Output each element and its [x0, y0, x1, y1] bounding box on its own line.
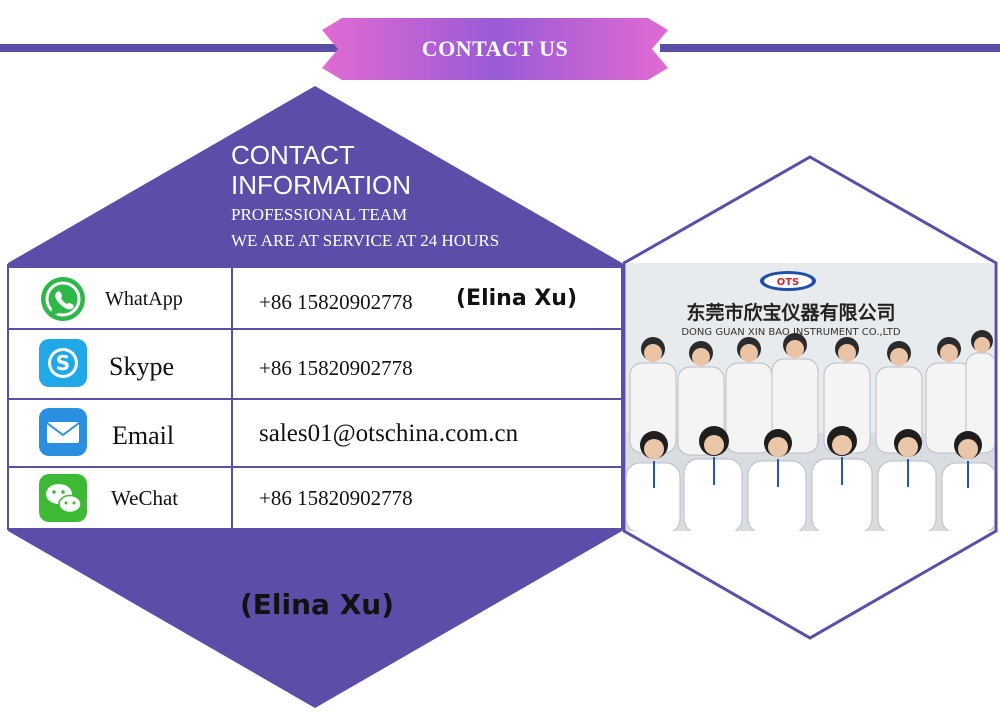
photo-logo: OTS	[777, 277, 800, 288]
label-whatsapp: WhatApp	[105, 288, 183, 310]
wechat-icon	[39, 474, 87, 522]
whatsapp-icon	[41, 277, 85, 321]
contact-row-email: Email sales01@otschina.com.cn	[9, 398, 621, 466]
header-service-hours: WE ARE AT SERVICE AT 24 HOURS	[231, 231, 500, 250]
svg-text:S: S	[56, 351, 70, 375]
label-skype: Skype	[109, 352, 174, 381]
contact-name-bottom: (Elina Xu)	[240, 588, 395, 621]
header-information: INFORMATION	[231, 170, 412, 200]
contact-table: WhatApp +86 15820902778 (Elina Xu) S Sky…	[7, 264, 623, 530]
banner-title: CONTACT US	[421, 36, 569, 61]
contact-row-skype: S Skype +86 15820902778	[9, 328, 621, 398]
header-contact: CONTACT	[231, 140, 355, 170]
team-photo: OTS 东莞市欣宝仪器有限公司 DONG GUAN XIN BAO INSTRU…	[626, 263, 994, 531]
label-email: Email	[112, 421, 175, 450]
banner-shape	[322, 18, 668, 80]
team-photo-illustration: OTS 东莞市欣宝仪器有限公司 DONG GUAN XIN BAO INSTRU…	[626, 263, 994, 531]
skype-number[interactable]: +86 15820902778	[259, 356, 413, 380]
skype-icon: S	[39, 339, 87, 387]
label-wechat: WeChat	[111, 486, 179, 510]
photo-company-en: DONG GUAN XIN BAO INSTRUMENT CO.,LTD	[681, 327, 901, 338]
contact-row-whatsapp: WhatApp +86 15820902778 (Elina Xu)	[9, 266, 621, 328]
header-professional-team: PROFESSIONAL TEAM	[231, 205, 408, 224]
email-icon	[39, 408, 87, 456]
whatsapp-number[interactable]: +86 15820902778	[259, 290, 413, 314]
contact-name-inline: (Elina Xu)	[456, 286, 578, 311]
email-address[interactable]: sales01@otschina.com.cn	[259, 420, 519, 447]
banner-line-left	[0, 44, 340, 52]
photo-company-cn: 东莞市欣宝仪器有限公司	[686, 301, 895, 324]
wechat-number[interactable]: +86 15820902778	[259, 486, 413, 510]
contact-row-wechat: WeChat +86 15820902778	[9, 466, 621, 528]
banner-line-right	[660, 44, 1000, 52]
table-divider	[231, 266, 233, 528]
